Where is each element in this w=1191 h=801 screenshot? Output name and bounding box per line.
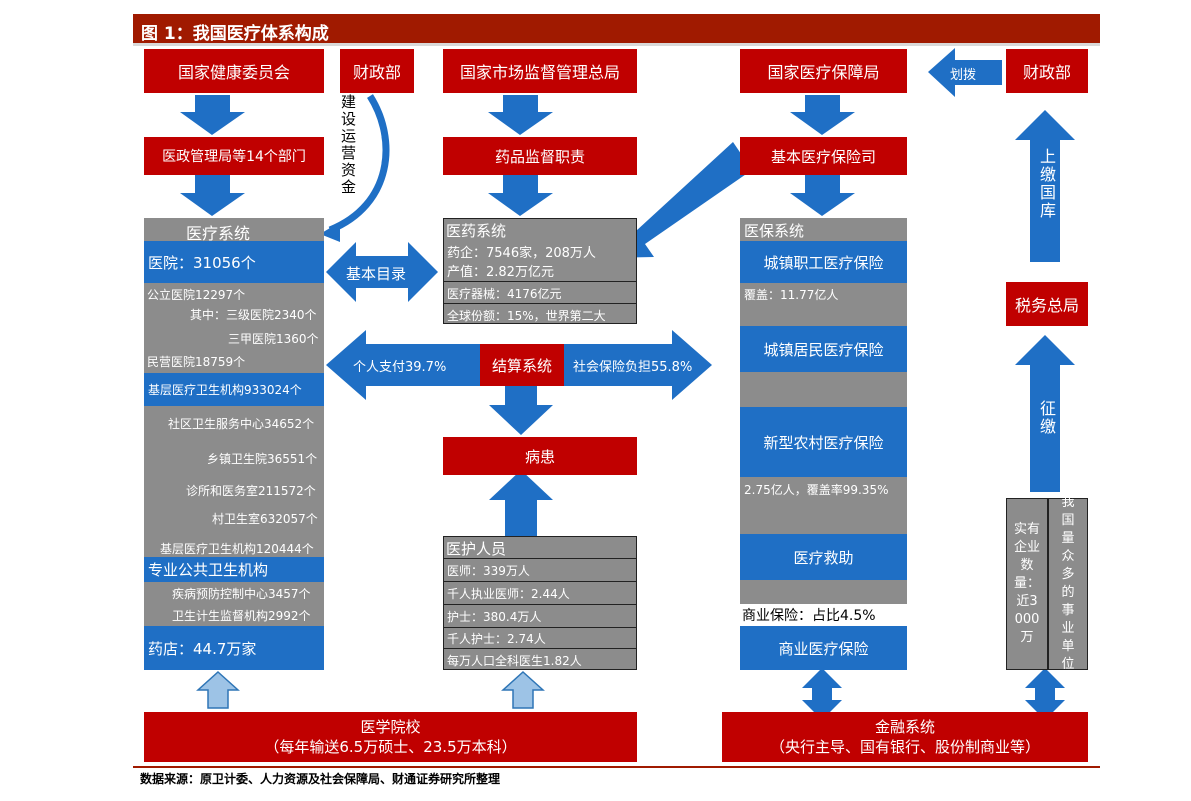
urban-worker-box: 城镇职工医疗保险: [740, 241, 907, 283]
insurance-header: 医保系统: [744, 222, 805, 240]
rural-coverage: 2.75亿人，覆盖率99.35%: [744, 482, 889, 497]
hospitals-box: 医院：31056个: [144, 241, 324, 283]
grassroots-row-4: 基层医疗卫生机构120444个: [160, 541, 314, 556]
patient-box: 病患: [443, 437, 637, 475]
nursing-row-3: 千人护士：2.74人: [447, 631, 546, 646]
commercial-insurance-box: 商业医疗保险: [740, 626, 907, 670]
allocate-label: 划拨: [950, 68, 977, 83]
arrow-down-drug: [488, 175, 553, 216]
nursing-row-1: 千人执业医师：2.44人: [447, 586, 570, 601]
pharma-row-2: 医疗器械：4176亿元: [447, 286, 562, 301]
pharma-system-panel: [443, 218, 637, 324]
pharmacy-box: 药店：44.7万家: [144, 626, 324, 670]
nhc-box: 国家健康委员会: [144, 49, 324, 93]
arrow-down-nhc: [180, 95, 245, 135]
pharma-system-header: 医药系统: [446, 222, 507, 240]
pharma-row-1: 产值：2.82万亿元: [447, 264, 554, 280]
medical-school-box: 医学院校 （每年输送6.5万硕士、23.5万本科）: [144, 712, 637, 762]
commercial-share-label: 商业保险：占比4.5%: [742, 608, 876, 624]
medical-aid-box: 医疗救助: [740, 534, 907, 580]
arrow-up-remit: [1015, 110, 1075, 262]
finance-system-title: 金融系统: [874, 718, 935, 736]
samr-box: 国家市场监督管理总局: [443, 49, 637, 93]
arrow-up-school-2: [501, 670, 545, 709]
arrow-construction-fund: [328, 94, 390, 234]
arrow-down-basic-ins: [790, 175, 855, 216]
nursing-header: 医护人员: [446, 540, 507, 558]
arrow-down-samr: [488, 95, 553, 135]
arrow-down-admin: [180, 175, 245, 216]
source-rule: [133, 766, 1100, 768]
arrow-commercial-finance: [802, 668, 842, 720]
medical-row-1: 其中：三级医院2340个: [190, 307, 317, 322]
admin-box: 医政管理局等14个部门: [144, 137, 324, 175]
medical-system-header: 医疗系统: [186, 224, 251, 243]
medical-school-title: 医学院校: [360, 718, 421, 736]
arrow-up-collect: [1015, 335, 1075, 492]
medical-row-0: 公立医院12297个: [147, 287, 246, 302]
arrow-down-settlement: [489, 385, 553, 435]
medical-school-detail: （每年输送6.5万硕士、23.5万本科）: [264, 738, 517, 756]
personal-payment-label: 个人支付39.7%: [353, 360, 447, 375]
arrow-basic-catalog: [326, 242, 438, 302]
construction-fund-label: 建设运营资金: [339, 94, 357, 196]
nursing-row-0: 医师：339万人: [447, 563, 530, 578]
public-health-box: 专业公共卫生机构: [144, 557, 324, 582]
pharma-row-0: 药企：7546家，208万人: [447, 245, 596, 261]
grassroots-row-3: 村卫生室632057个: [212, 511, 318, 526]
drug-supervision-box: 药品监督职责: [443, 137, 637, 175]
remit-label: 上缴国库: [1037, 148, 1056, 220]
title-bar: 图 1：我国医疗体系构成: [133, 14, 1100, 46]
urban-resident-box: 城镇居民医疗保险: [740, 326, 907, 372]
grassroots-box: 基层医疗卫生机构933024个: [144, 373, 324, 406]
nursing-row-2: 护士：380.4万人: [447, 609, 542, 624]
page-title: 图 1：我国医疗体系构成: [141, 24, 329, 44]
pharma-row-3: 全球份额：15%，世界第二大: [447, 308, 606, 323]
collect-label: 征缴: [1037, 400, 1056, 436]
public-row-1: 卫生计生监督机构2992个: [172, 608, 311, 623]
arrow-left-allocate: [928, 48, 1002, 97]
medical-row-2: 三甲医院1360个: [228, 331, 319, 346]
grassroots-row-1: 乡镇卫生院36551个: [207, 451, 318, 466]
mof-box-left: 财政部: [340, 49, 414, 93]
finance-system-box: 金融系统 （央行主导、国有银行、股份制商业等）: [722, 712, 1088, 762]
settlement-box: 结算系统: [480, 344, 564, 386]
grassroots-row-2: 诊所和医务室211572个: [186, 483, 316, 498]
urban-worker-coverage: 覆盖：11.77亿人: [744, 287, 839, 302]
institution-text: 我国量众多的事业单位: [1061, 495, 1075, 672]
arrow-pricing: [610, 142, 752, 258]
public-row-0: 疾病预防控制中心3457个: [172, 586, 311, 601]
basic-catalog-label: 基本目录: [346, 265, 407, 283]
enterprise-count-text: 实有企业数量：近3000万: [1013, 522, 1040, 645]
arrow-up-nurses: [489, 470, 553, 536]
social-insurance-label: 社会保险负担55.8%: [573, 360, 693, 375]
grassroots-row-0: 社区卫生服务中心34652个: [168, 416, 315, 431]
nursing-row-4: 每万人口全科医生1.82人: [447, 653, 582, 668]
arrow-enterprise-finance: [1025, 668, 1065, 720]
mof-box-right: 财政部: [1006, 49, 1088, 93]
nhsa-box: 国家医疗保障局: [740, 49, 907, 93]
institution-box: 我国量众多的事业单位: [1048, 495, 1088, 672]
rural-box: 新型农村医疗保险: [740, 407, 907, 477]
arrow-up-school-1: [196, 670, 240, 709]
medical-system-panel: [144, 218, 324, 670]
source-note: 数据来源：原卫计委、人力资源及社会保障局、财通证券研究所整理: [140, 772, 501, 786]
basic-insurance-box: 基本医疗保险司: [740, 137, 907, 175]
medical-row-3: 民营医院18759个: [147, 354, 246, 369]
finance-system-detail: （央行主导、国有银行、股份制商业等）: [769, 738, 1040, 756]
arrow-down-nhsa: [790, 95, 855, 135]
enterprise-count-box: 实有企业数量：近3000万: [1006, 498, 1048, 670]
tax-bureau-box: 税务总局: [1006, 282, 1088, 326]
